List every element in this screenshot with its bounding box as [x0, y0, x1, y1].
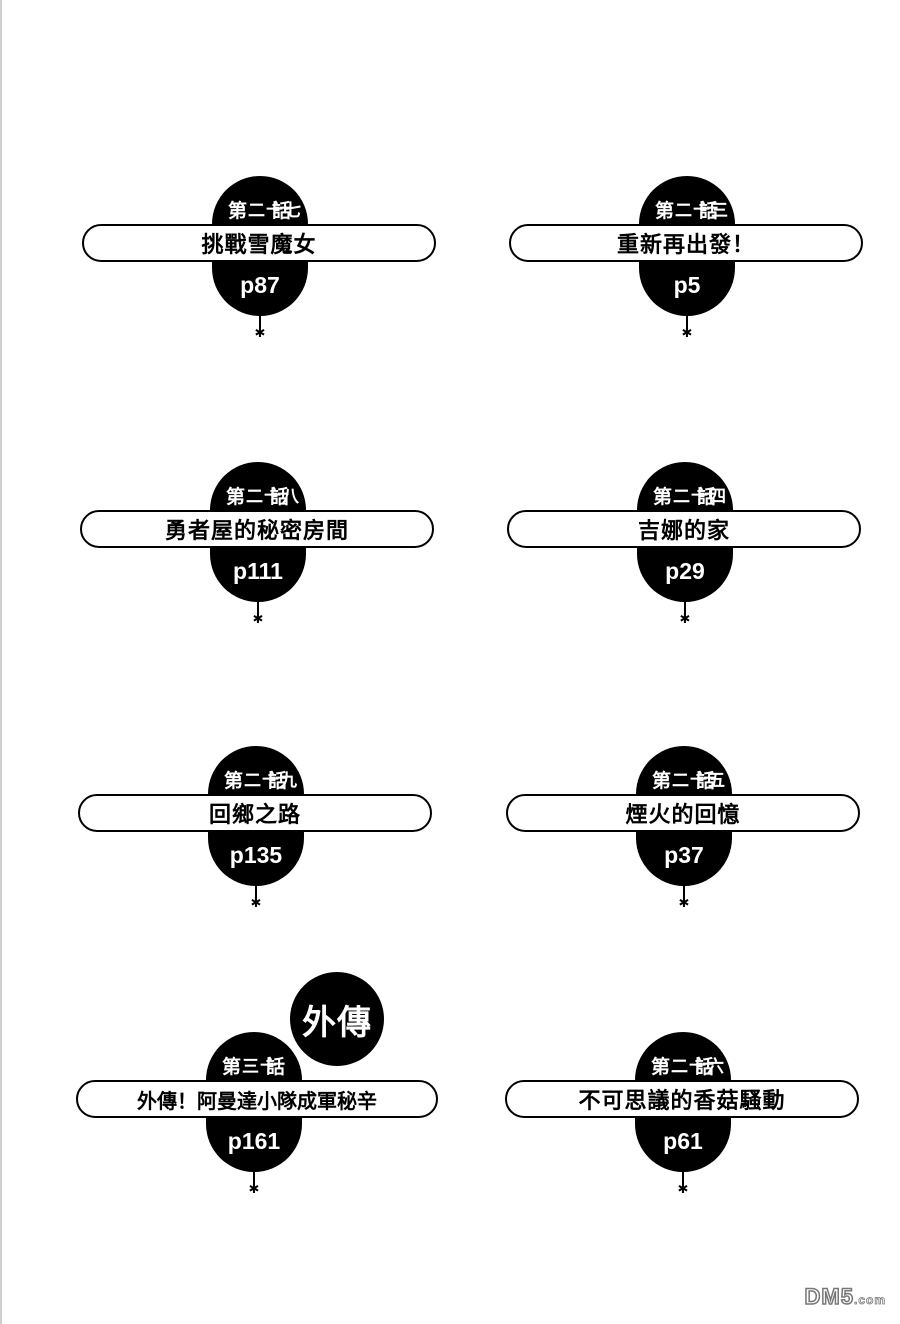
- page-number: p111: [233, 558, 283, 584]
- chapter-title: 不可思議的香菇騷動: [578, 1089, 786, 1114]
- chapter-title-pill: 吉娜的家: [507, 510, 861, 548]
- pin-tip-icon: ✱: [677, 1182, 689, 1197]
- chapter-number: 第三十話: [221, 1056, 287, 1078]
- chapter-title-pill: 勇者屋的秘密房間: [80, 510, 434, 548]
- toc-entry-ch28[interactable]: 第二十八話 p111 勇者屋的秘密房間 ✱: [80, 462, 440, 632]
- pin-stem: [682, 1172, 684, 1186]
- chapter-number: 第二十九話: [223, 770, 298, 792]
- pin-tip-icon: ✱: [678, 896, 690, 911]
- toc-entry-ch24[interactable]: 第二十四話 p29 吉娜的家 ✱: [507, 462, 867, 632]
- chapter-title: 回鄉之路: [208, 803, 301, 828]
- chapter-title-pill: 重新再出發！: [509, 224, 863, 262]
- page-number: p161: [227, 1128, 281, 1154]
- pin-stem: [684, 602, 686, 616]
- pin-tip-icon: ✱: [679, 612, 691, 627]
- toc-entry-ch29[interactable]: 第二十九話 p135 回鄉之路 ✱: [78, 746, 438, 916]
- chapter-number: 第二十五話: [651, 770, 726, 792]
- pin-tip-icon: ✱: [252, 612, 264, 627]
- chapter-number: 第二十八話: [225, 486, 300, 508]
- chapter-title-pill: 外傳！阿曼達小隊成軍秘辛: [76, 1080, 438, 1118]
- chapter-title-pill: 不可思議的香菇騷動: [505, 1080, 859, 1118]
- chapter-title: 外傳！阿曼達小隊成軍秘辛: [137, 1088, 377, 1113]
- page-number: p29: [665, 558, 705, 584]
- chapter-number: 第二十四話: [652, 486, 727, 508]
- pin-stem: [253, 1172, 255, 1186]
- pin-stem: [683, 886, 685, 900]
- page-number: p61: [663, 1128, 703, 1154]
- pin-stem: [259, 316, 261, 330]
- chapter-number: 第二十七話: [227, 200, 302, 222]
- pin-stem: [686, 316, 688, 330]
- toc-entry-ch26[interactable]: 第二十六話 p61 不可思議的香菇騷動 ✱: [505, 1032, 865, 1202]
- page-number: p5: [673, 272, 701, 298]
- chapter-number: 第二十三話: [654, 200, 729, 222]
- chapter-title: 煙火的回憶: [625, 803, 741, 828]
- page-number: p87: [240, 272, 280, 298]
- pin-tip-icon: ✱: [250, 896, 262, 911]
- gaiden-badge: 外傳: [290, 972, 384, 1066]
- pin-tip-icon: ✱: [254, 326, 266, 341]
- chapter-number: 第二十六話: [650, 1056, 725, 1078]
- toc-entry-ch23[interactable]: 第二十三話 p5 重新再出發！ ✱: [509, 176, 869, 346]
- chapter-title: 勇者屋的秘密房間: [164, 519, 349, 544]
- toc-entry-ch27[interactable]: 第二十七話 p87 挑戰雪魔女 ✱: [82, 176, 442, 346]
- pin-tip-icon: ✱: [681, 326, 693, 341]
- toc-entry-ch30[interactable]: 第三十話 p161 外傳！阿曼達小隊成軍秘辛 ✱: [76, 1032, 438, 1202]
- chapter-title-pill: 煙火的回憶: [506, 794, 860, 832]
- chapter-title: 吉娜的家: [637, 519, 730, 544]
- toc-entry-ch25[interactable]: 第二十五話 p37 煙火的回憶 ✱: [506, 746, 866, 916]
- chapter-title: 重新再出發！: [616, 233, 755, 258]
- page-number: p135: [229, 842, 283, 868]
- page-edge: [0, 0, 2, 1324]
- page-number: p37: [664, 842, 704, 868]
- chapter-title-pill: 回鄉之路: [78, 794, 432, 832]
- site-watermark: DM5.com: [804, 1283, 886, 1310]
- pin-stem: [255, 886, 257, 900]
- pin-stem: [257, 602, 259, 616]
- chapter-title: 挑戰雪魔女: [201, 233, 317, 258]
- pin-tip-icon: ✱: [248, 1182, 260, 1197]
- chapter-title-pill: 挑戰雪魔女: [82, 224, 436, 262]
